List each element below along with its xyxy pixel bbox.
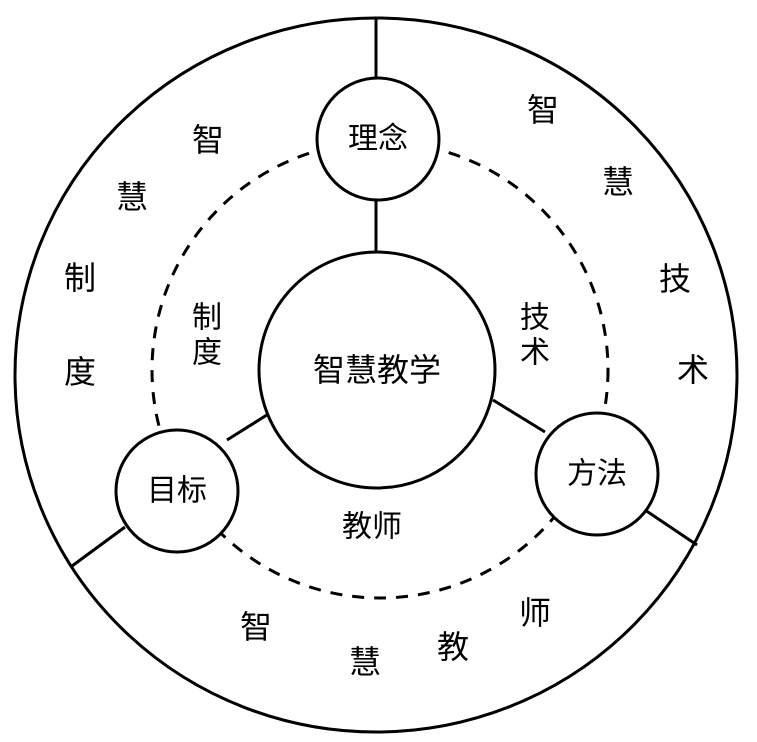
outer-label-right-2: 慧 <box>602 163 634 201</box>
outer-label-bottom-1: 智 <box>240 608 272 646</box>
outer-label-left-2: 慧 <box>116 178 148 216</box>
center-label: 智慧教学 <box>313 351 441 389</box>
connector-line-right <box>492 398 546 434</box>
node-label-right: 方法 <box>567 457 627 492</box>
inner-label-right-1: 技 <box>520 301 550 336</box>
outer-label-left-4: 度 <box>64 353 96 391</box>
dashed-inner-ring <box>150 140 610 600</box>
inner-label-bottom: 教师 <box>342 510 402 545</box>
divider-line-right <box>644 508 698 547</box>
divider-line-left <box>71 525 126 568</box>
outer-label-right-4: 术 <box>677 351 709 389</box>
outer-label-bottom-3: 教 <box>437 628 469 666</box>
inner-label-left-2: 度 <box>192 336 222 371</box>
outer-label-bottom-4: 师 <box>519 594 551 632</box>
node-label-left: 目标 <box>147 474 207 509</box>
node-label-top: 理念 <box>348 122 408 157</box>
connector-line-left <box>226 411 271 442</box>
inner-label-left-1: 制 <box>192 301 222 336</box>
node-circle-left <box>114 428 240 554</box>
inner-label-right-2: 术 <box>520 336 550 371</box>
outer-label-bottom-2: 慧 <box>349 643 381 681</box>
outer-label-left-1: 智 <box>192 121 224 159</box>
center-circle <box>257 250 497 490</box>
node-circle-right <box>534 411 660 537</box>
outer-label-right-1: 智 <box>527 91 559 129</box>
outer-label-right-3: 技 <box>659 260 691 298</box>
node-circle-top <box>315 76 441 202</box>
outer-label-left-3: 制 <box>64 259 96 297</box>
